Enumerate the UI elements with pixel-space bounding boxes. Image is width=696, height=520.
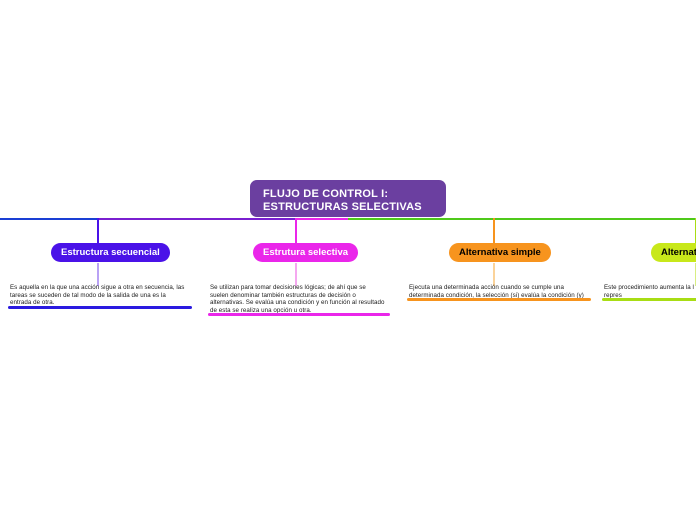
trunk-segment-blue <box>0 218 98 220</box>
branch-pill-estructura-secuencial[interactable]: Estructura secuencial <box>51 243 170 262</box>
branch-underline-estructura-secuencial <box>8 306 192 309</box>
trunk-segment-green <box>348 218 696 220</box>
branch-pill-alternativa-simple[interactable]: Alternativa simple <box>449 243 551 262</box>
branch-connector-top <box>295 218 297 244</box>
trunk-segment-magenta <box>296 218 348 220</box>
branch-underline-alternativa-doble <box>602 298 696 301</box>
branch-underline-estructura-selectiva <box>208 313 390 316</box>
branch-underline-alternativa-simple <box>407 298 591 301</box>
root-title-node[interactable]: FLUJO DE CONTROL I: ESTRUCTURAS SELECTIV… <box>250 180 446 217</box>
branch-description-alternativa-doble: Este procedimiento aumenta la l el medio… <box>604 284 696 299</box>
branch-connector-top <box>97 218 99 244</box>
branch-description-estructura-selectiva: Se utilizan para tomar decisiones lógica… <box>210 284 385 314</box>
branch-pill-estructura-selectiva[interactable]: Estrutura selectiva <box>253 243 359 262</box>
trunk-segment-purple <box>98 218 296 220</box>
branch-connector-top <box>493 218 495 244</box>
branch-connector-bottom <box>295 263 297 286</box>
branch-connector-bottom <box>493 263 495 286</box>
branch-description-alternativa-simple: Ejecuta una determinada acción cuando se… <box>409 284 584 299</box>
root-title-line2: ESTRUCTURAS SELECTIVAS <box>263 200 422 213</box>
branch-description-estructura-secuencial: Es aquella en la que una acción sigue a … <box>10 284 185 307</box>
branch-pill-alternativa-doble[interactable]: Alternativa <box>651 243 696 262</box>
branch-connector-bottom <box>97 263 99 286</box>
root-title-line1: FLUJO DE CONTROL I: <box>263 188 389 200</box>
